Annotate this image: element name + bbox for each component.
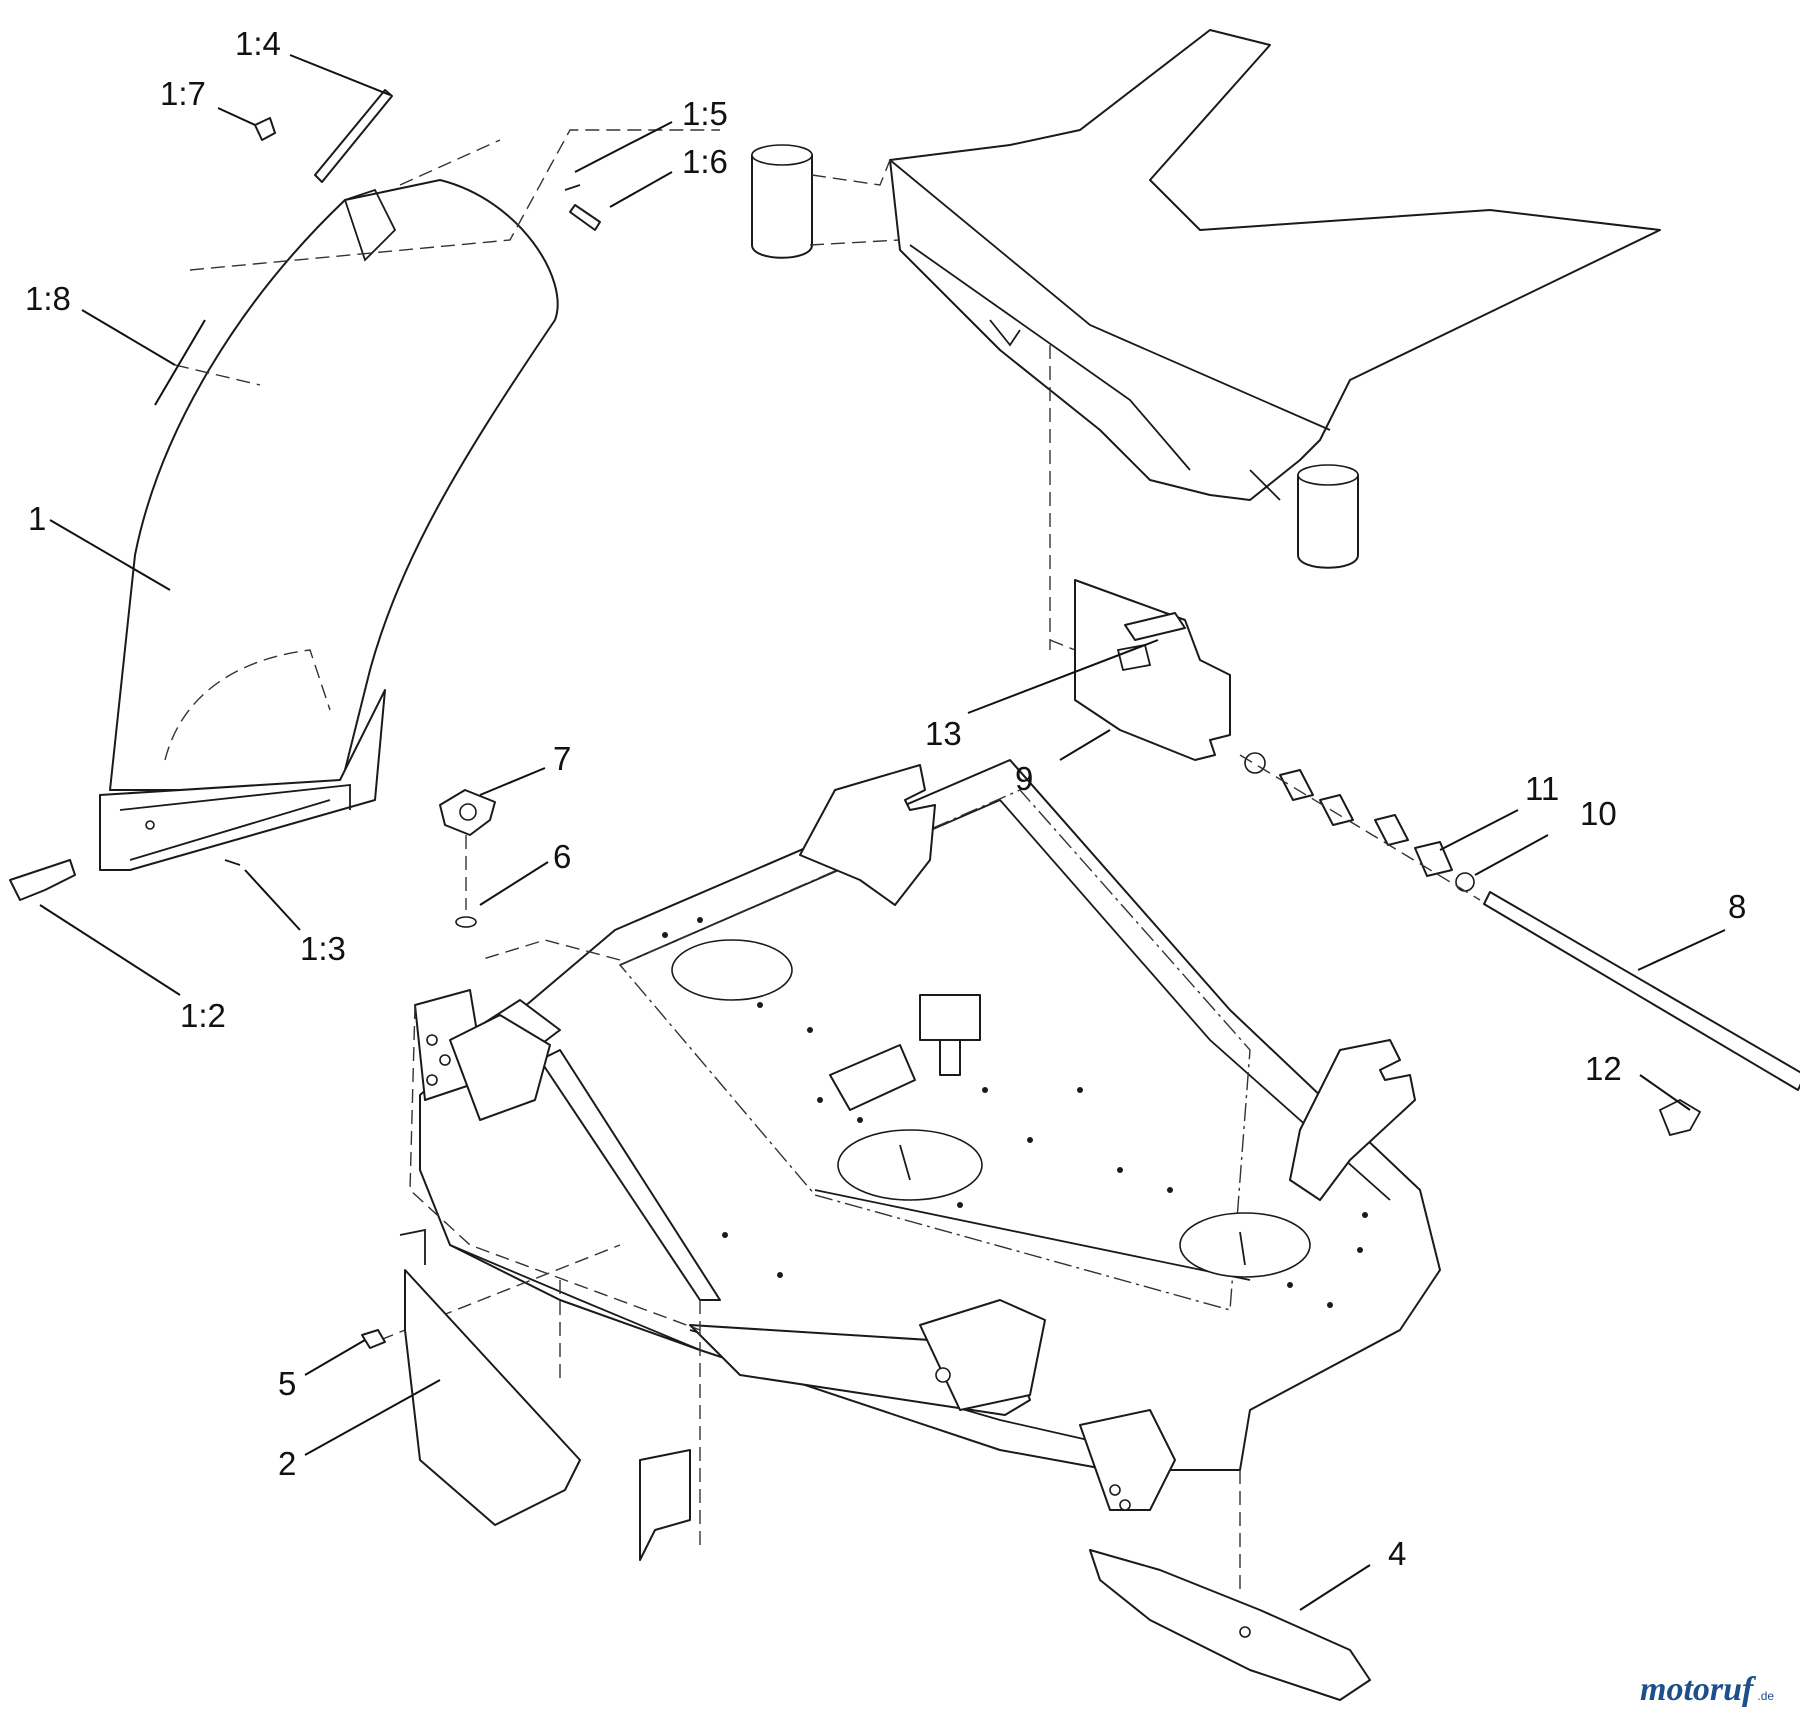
callout-10: 10 bbox=[1580, 795, 1617, 832]
callout-1-4: 1:4 bbox=[235, 25, 281, 62]
callout-1-5: 1:5 bbox=[682, 95, 728, 132]
side-plate bbox=[1049, 579, 1231, 761]
callout-1-3: 1:3 bbox=[300, 930, 346, 967]
callout-1-8: 1:8 bbox=[25, 280, 71, 317]
callout-5: 5 bbox=[278, 1365, 296, 1402]
callout-1-2: 1:2 bbox=[180, 997, 226, 1034]
callout-4: 4 bbox=[1388, 1535, 1406, 1572]
callout-13: 13 bbox=[925, 715, 962, 752]
motoruf-watermark-logo: motoruf .de bbox=[1640, 1671, 1774, 1708]
watermark-text: motoruf bbox=[1640, 1671, 1757, 1708]
hardware bbox=[9, 89, 1371, 1701]
callout-1-7: 1:7 bbox=[160, 75, 206, 112]
callout-2: 2 bbox=[278, 1445, 296, 1482]
pivot-pin-assembly bbox=[1239, 752, 1800, 1137]
callout-1: 1 bbox=[28, 500, 46, 537]
callout-7: 7 bbox=[553, 740, 571, 777]
callout-1-6: 1:6 bbox=[682, 143, 728, 180]
discharge-chute bbox=[99, 129, 720, 871]
callout-8: 8 bbox=[1728, 888, 1746, 925]
deck-bolt-holes bbox=[662, 917, 1368, 1308]
callout-6: 6 bbox=[553, 838, 571, 875]
mower-deck-housing bbox=[379, 759, 1441, 1590]
upper-frame bbox=[751, 29, 1661, 650]
callout-11: 11 bbox=[1525, 770, 1559, 807]
watermark-suffix: .de bbox=[1757, 1689, 1774, 1703]
leader-lines bbox=[39, 54, 1726, 1611]
callout-labels: 1:4 1:7 1:5 1:6 1:8 1 7 6 1:3 1:2 13 9 1… bbox=[25, 25, 1746, 1572]
callout-12: 12 bbox=[1585, 1050, 1622, 1087]
callout-9: 9 bbox=[1015, 760, 1033, 797]
svg-text:motoruf .de: motoruf .de bbox=[1640, 1671, 1774, 1708]
